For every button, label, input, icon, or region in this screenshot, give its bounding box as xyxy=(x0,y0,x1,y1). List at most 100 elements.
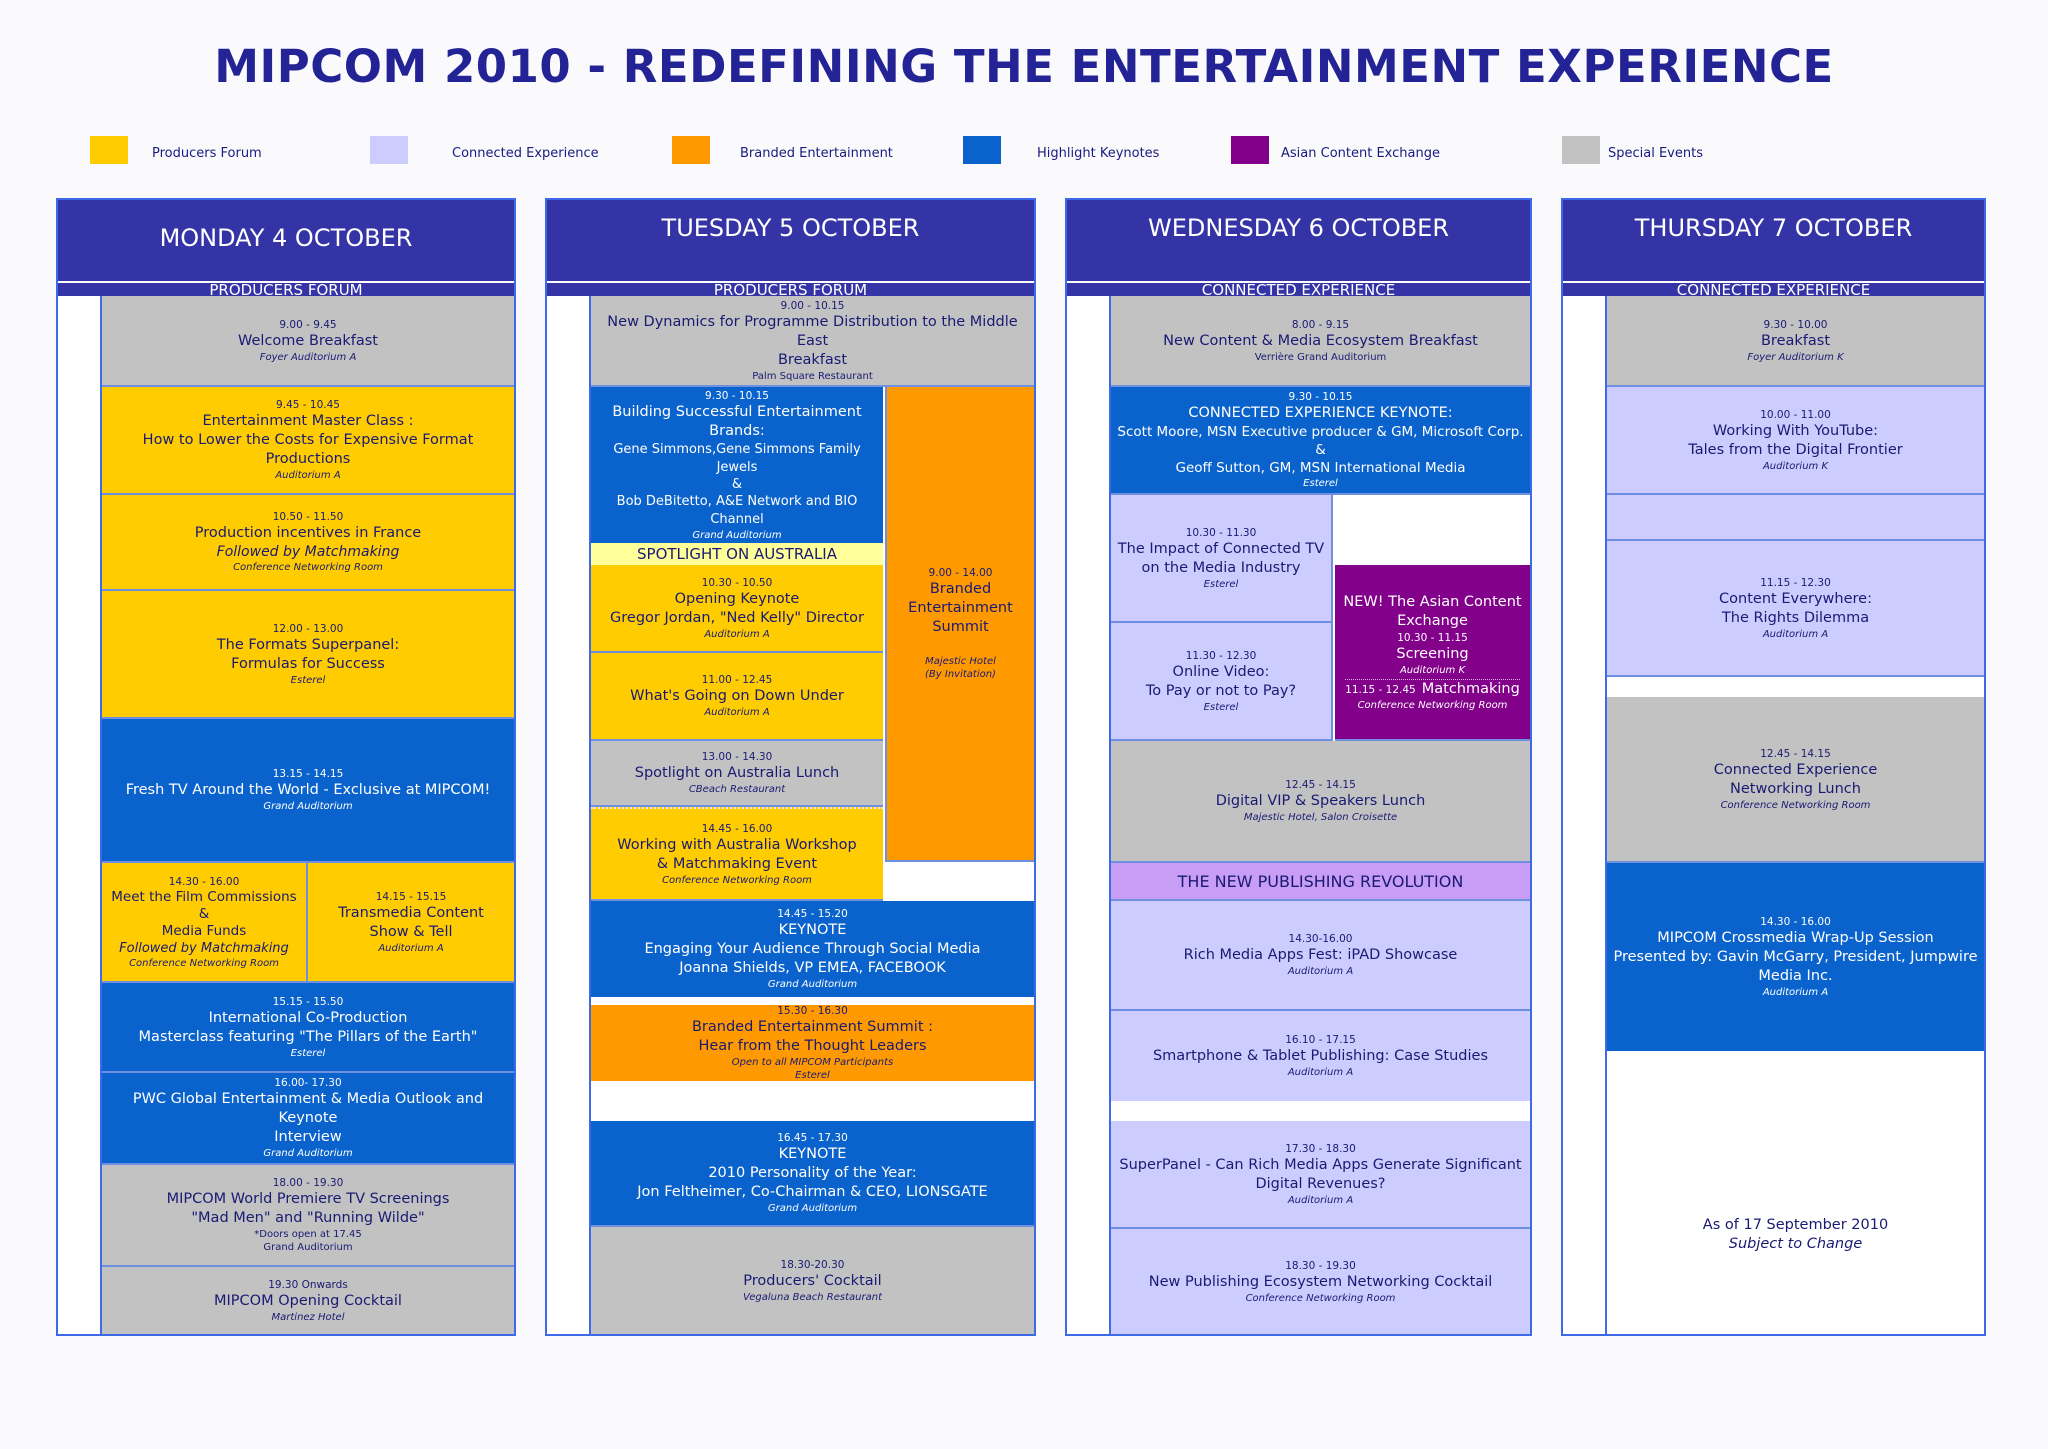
session-producers-cocktail[interactable]: 18.30-20.30 Producers' Cocktail Vegaluna… xyxy=(591,1227,1034,1334)
session-location: Auditorium K xyxy=(1762,460,1829,472)
session-branded-summit[interactable]: 9.00 - 14.00 Branded Entertainment Summi… xyxy=(885,387,1034,862)
legend-label: Producers Forum xyxy=(152,146,262,161)
session-time: 11.15 - 12.30 xyxy=(1760,576,1831,589)
session-connected-keynote[interactable]: 9.30 - 10.15 CONNECTED EXPERIENCE KEYNOT… xyxy=(1111,387,1530,495)
session-time: 19.30 Onwards xyxy=(268,1278,348,1291)
empty-slot xyxy=(1607,495,1984,541)
session-entertainment-master-class[interactable]: 9.45 - 10.45 Entertainment Master Class … xyxy=(102,387,514,495)
session-title: The Formats Superpanel: xyxy=(216,636,400,653)
session-transmedia-content[interactable]: 14.15 - 15.15 Transmedia Content Show & … xyxy=(308,863,514,983)
session-title: "Mad Men" and "Running Wilde" xyxy=(191,1210,425,1226)
session-title: Gregor Jordan, "Ned Kelly" Director xyxy=(610,609,864,626)
session-thursday-breakfast[interactable]: 9.30 - 10.00 Breakfast Foyer Auditorium … xyxy=(1607,296,1984,387)
session-time: 16.00- 17.30 xyxy=(274,1077,342,1089)
session-time: 9.00 - 10.15 xyxy=(780,299,845,312)
session-time: 18.00 - 19.30 xyxy=(272,1177,344,1189)
session-tablet-publishing[interactable]: 16.10 - 17.15 Smartphone & Tablet Publis… xyxy=(1111,1011,1530,1121)
session-time: 12.00 - 13.00 xyxy=(272,622,344,635)
session-location: Esterel xyxy=(290,674,326,686)
note-text: As of 17 September 2010 xyxy=(1702,1217,1889,1233)
session-networking-lunch[interactable]: 12.45 - 14.15 Connected Experience Netwo… xyxy=(1607,697,1984,863)
time-gutter xyxy=(547,296,591,1334)
session-title: Welcome Breakfast xyxy=(238,332,378,349)
session-title: Rich Media Apps Fest: iPAD Showcase xyxy=(1183,947,1458,963)
session-location: Conference Networking Room xyxy=(1245,1292,1396,1304)
session-time: 14.45 - 16.00 xyxy=(701,822,773,835)
session-time: 11.00 - 12.45 xyxy=(701,674,773,686)
session-title: Production incentives in France xyxy=(194,525,422,541)
session-publishing-cocktail[interactable]: 18.30 - 19.30 New Publishing Ecosystem N… xyxy=(1111,1229,1530,1334)
matchmaking-row: 11.15 - 12.45 Matchmaking xyxy=(1345,678,1520,699)
session-co-production[interactable]: 15.15 - 15.50 International Co-Productio… xyxy=(102,983,514,1073)
session-welcome-breakfast[interactable]: 9.00 - 9.45 Welcome Breakfast Foyer Audi… xyxy=(102,296,514,387)
session-time: 9.00 - 9.45 xyxy=(279,318,337,331)
session-title: How to Lower the Costs for Expensive For… xyxy=(142,432,474,467)
session-time: 15.15 - 15.50 xyxy=(272,995,344,1008)
session-time: 10.50 - 11.50 xyxy=(272,511,344,523)
session-formats-superpanel[interactable]: 12.00 - 13.00 The Formats Superpanel: Fo… xyxy=(102,591,514,719)
session-title: Summit xyxy=(932,619,989,635)
session-location: Palm Square Restaurant xyxy=(752,370,873,382)
session-time: 8.00 - 9.15 xyxy=(1291,318,1350,331)
session-speaker: & xyxy=(731,476,743,492)
session-thought-leaders[interactable]: 15.30 - 16.30 Branded Entertainment Summ… xyxy=(591,1005,1034,1101)
session-connected-tv[interactable]: 10.30 - 11.30 The Impact of Connected TV… xyxy=(1111,495,1333,623)
session-location: Grand Auditorium xyxy=(692,529,782,541)
day-column-thursday: THURSDAY 7 OCTOBER CONNECTED EXPERIENCE … xyxy=(1561,198,1986,1336)
session-middle-east-breakfast[interactable]: 9.00 - 10.15 New Dynamics for Programme … xyxy=(591,296,1034,387)
session-title: Entertainment xyxy=(908,600,1013,616)
session-title: Show & Tell xyxy=(369,923,453,940)
session-title: KEYNOTE xyxy=(778,1146,847,1162)
session-title: Content Everywhere: xyxy=(1719,590,1872,607)
session-building-brands[interactable]: 9.30 - 10.15 Building Successful Enterta… xyxy=(591,387,883,543)
session-vip-lunch[interactable]: 12.45 - 14.15 Digital VIP & Speakers Lun… xyxy=(1111,741,1530,863)
session-title: Interview xyxy=(274,1129,342,1145)
session-note: *Doors open at 17.45 xyxy=(254,1229,362,1240)
session-title: Media Inc. xyxy=(1758,968,1833,984)
track-label: PRODUCERS FORUM xyxy=(547,281,1034,298)
session-title: Screening xyxy=(1396,645,1469,662)
session-title: Branded Entertainment Summit : xyxy=(691,1019,933,1035)
legend-label: Connected Experience xyxy=(452,146,599,161)
session-online-video[interactable]: 11.30 - 12.30 Online Video: To Pay or no… xyxy=(1111,623,1333,741)
session-social-media-keynote[interactable]: 14.45 - 15.20 KEYNOTE Engaging Your Audi… xyxy=(591,901,1034,1005)
session-pwc-outlook[interactable]: 16.00- 17.30 PWC Global Entertainment & … xyxy=(102,1073,514,1165)
session-down-under[interactable]: 11.00 - 12.45 What's Going on Down Under… xyxy=(591,653,883,741)
session-title: Meet the Film Commissions & xyxy=(111,888,297,922)
session-title: MIPCOM Opening Cocktail xyxy=(214,1292,402,1309)
session-title: MIPCOM Crossmedia Wrap-Up Session xyxy=(1657,930,1934,946)
session-title: & Matchmaking Event xyxy=(656,855,818,872)
session-personality-keynote[interactable]: 16.45 - 17.30 KEYNOTE 2010 Personality o… xyxy=(591,1121,1034,1227)
session-world-premiere-screenings[interactable]: 18.00 - 19.30 MIPCOM World Premiere TV S… xyxy=(102,1165,514,1267)
session-time: 15.30 - 16.30 xyxy=(777,1005,848,1017)
session-opening-cocktail[interactable]: 19.30 Onwards MIPCOM Opening Cocktail Ma… xyxy=(102,1267,514,1334)
session-fresh-tv[interactable]: 13.15 - 14.15 Fresh TV Around the World … xyxy=(102,719,514,863)
legend: Producers Forum Connected Experience Bra… xyxy=(0,0,2048,170)
session-ecosystem-breakfast[interactable]: 8.00 - 9.15 New Content & Media Ecosyste… xyxy=(1111,296,1530,387)
session-title: Online Video: xyxy=(1172,663,1270,680)
session-opening-keynote[interactable]: 10.30 - 10.50 Opening Keynote Gregor Jor… xyxy=(591,565,883,653)
session-film-commissions[interactable]: 14.30 - 16.00 Meet the Film Commissions … xyxy=(102,863,308,983)
time-gutter xyxy=(1563,296,1607,1334)
session-title: KEYNOTE xyxy=(778,922,847,938)
session-ipad-showcase[interactable]: 14.30-16.00 Rich Media Apps Fest: iPAD S… xyxy=(1111,901,1530,1011)
session-content-everywhere[interactable]: 11.15 - 12.30 Content Everywhere: The Ri… xyxy=(1607,541,1984,677)
session-youtube[interactable]: 10.00 - 11.00 Working With YouTube: Tale… xyxy=(1607,387,1984,495)
session-title: Exchange xyxy=(1397,612,1468,629)
legend-label: Asian Content Exchange xyxy=(1281,146,1440,161)
session-location: Esterel xyxy=(290,1047,326,1059)
session-production-incentives[interactable]: 10.50 - 11.50 Production incentives in F… xyxy=(102,495,514,591)
session-time: 12.45 - 14.15 xyxy=(1760,747,1831,760)
session-time: 11.15 - 12.45 xyxy=(1345,683,1416,696)
session-australia-workshop[interactable]: 14.45 - 16.00 Working with Australia Wor… xyxy=(591,807,883,901)
session-australia-lunch[interactable]: 13.00 - 14.30 Spotlight on Australia Lun… xyxy=(591,741,883,807)
session-superpanel[interactable]: 17.30 - 18.30 SuperPanel - Can Rich Medi… xyxy=(1111,1121,1530,1229)
day-column-monday: MONDAY 4 OCTOBER PRODUCERS FORUM 9.00 - … xyxy=(56,198,516,1336)
session-time: 14.30-16.00 xyxy=(1288,933,1353,945)
session-title: Branded xyxy=(929,581,992,597)
session-asian-content-exchange[interactable]: NEW! The Asian Content Exchange 10.30 - … xyxy=(1335,565,1530,741)
session-crossmedia-wrap-up[interactable]: 14.30 - 16.00 MIPCOM Crossmedia Wrap-Up … xyxy=(1607,863,1984,1051)
session-title: Digital VIP & Speakers Lunch xyxy=(1215,793,1426,809)
day-column-wednesday: WEDNESDAY 6 OCTOBER CONNECTED EXPERIENCE… xyxy=(1065,198,1532,1336)
session-location: Esterel xyxy=(1203,578,1239,590)
